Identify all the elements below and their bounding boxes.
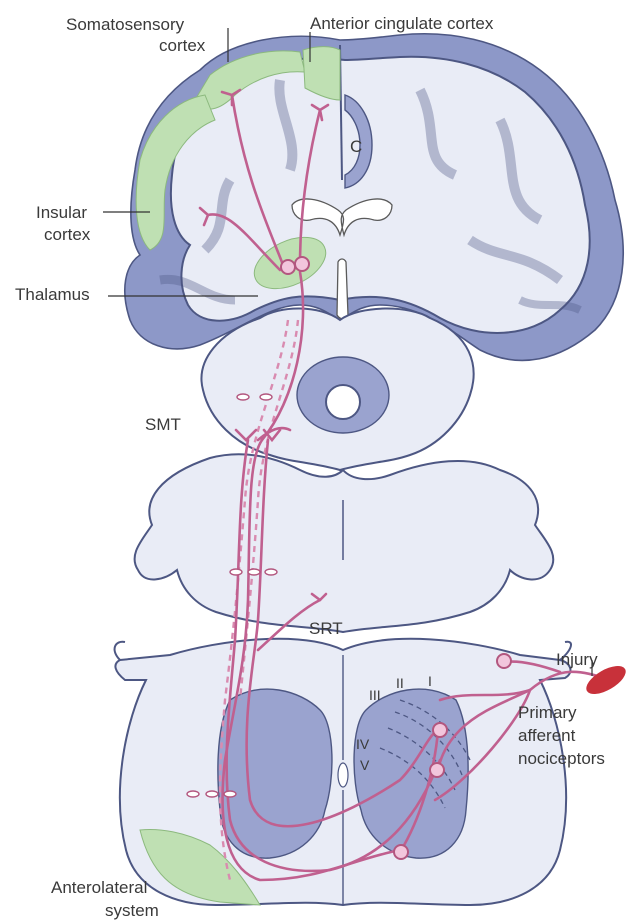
midbrain-section <box>202 308 474 470</box>
anterolateral-label-2: system <box>105 901 159 920</box>
lamina-iii: III <box>369 687 381 703</box>
primary-label-3: nociceptors <box>518 749 605 768</box>
srt-label: SRT <box>309 619 343 638</box>
somatosensory-label-1: Somatosensory <box>66 15 185 34</box>
drg-neuron <box>497 654 511 668</box>
medulla-section <box>135 454 554 632</box>
insular-label-2: cortex <box>44 225 91 244</box>
thalamus-label: Thalamus <box>15 285 90 304</box>
smt-label: SMT <box>145 415 181 434</box>
lamina-ii: II <box>396 675 404 691</box>
lamina-iv: IV <box>356 736 370 752</box>
injury-label: Injury <box>556 650 598 669</box>
insular-label-1: Insular <box>36 203 87 222</box>
dorsal-horn-neuron-2 <box>430 763 444 777</box>
anterior-cingulate-label: Anterior cingulate cortex <box>310 14 494 33</box>
primary-label-1: Primary <box>518 703 577 722</box>
thalamic-neuron-2 <box>295 257 309 271</box>
medulla-outline <box>135 454 554 632</box>
c-marker: C <box>350 137 362 156</box>
somatosensory-label-2: cortex <box>159 36 206 55</box>
primary-label-2: afferent <box>518 726 576 745</box>
dorsal-horn-neuron-1 <box>433 723 447 737</box>
deep-neuron <box>394 845 408 859</box>
anterolateral-label-1: Anterolateral <box>51 878 147 897</box>
lamina-i: I <box>428 673 432 689</box>
third-ventricle <box>337 259 348 319</box>
thalamic-neuron-1 <box>281 260 295 274</box>
lamina-v: V <box>360 757 370 773</box>
cerebral-aqueduct <box>326 385 360 419</box>
